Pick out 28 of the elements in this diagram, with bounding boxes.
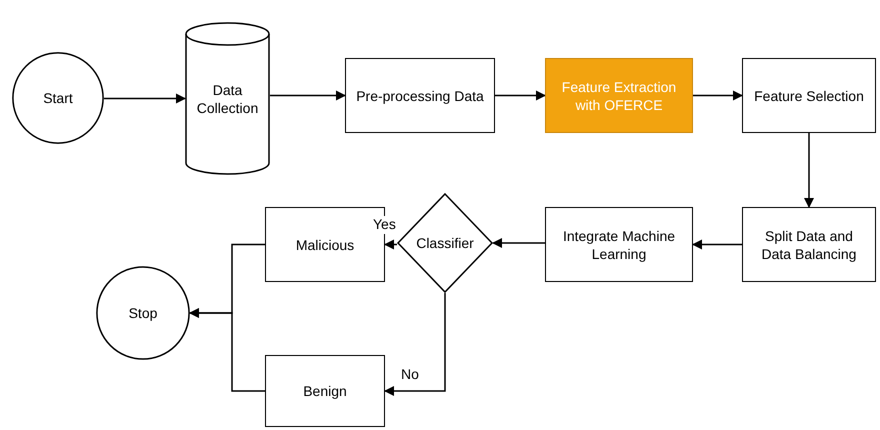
process-box [545, 207, 693, 282]
node-label: Split Data and Data Balancing [760, 226, 858, 262]
node-label: Start [42, 89, 74, 107]
process-box [265, 355, 385, 427]
arrow [104, 94, 186, 104]
arrow [492, 238, 545, 248]
node-label: Benign [302, 382, 348, 400]
arrow [804, 133, 814, 208]
arrow [384, 240, 397, 250]
arrow [270, 90, 346, 100]
arrow [692, 240, 742, 250]
node-label: Data Collection [196, 80, 260, 116]
process-box [545, 58, 693, 133]
process-box [742, 58, 876, 133]
node-label: Feature Extraction with OFERCE [560, 78, 678, 114]
node-label: Feature Selection [753, 86, 865, 104]
arrow [384, 293, 446, 396]
node-label: Pre-processing Data [355, 86, 485, 104]
node-label: Malicious [294, 236, 356, 254]
process-box [742, 207, 876, 282]
node-label: Integrate Machine Learning [562, 226, 676, 262]
edge-label: Yes [372, 216, 397, 234]
process-box [345, 58, 495, 133]
arrow [495, 90, 546, 100]
arrow [693, 90, 743, 100]
node-label: Stop [128, 304, 158, 322]
arrow [189, 308, 265, 392]
node-label: Classifier [415, 234, 475, 252]
